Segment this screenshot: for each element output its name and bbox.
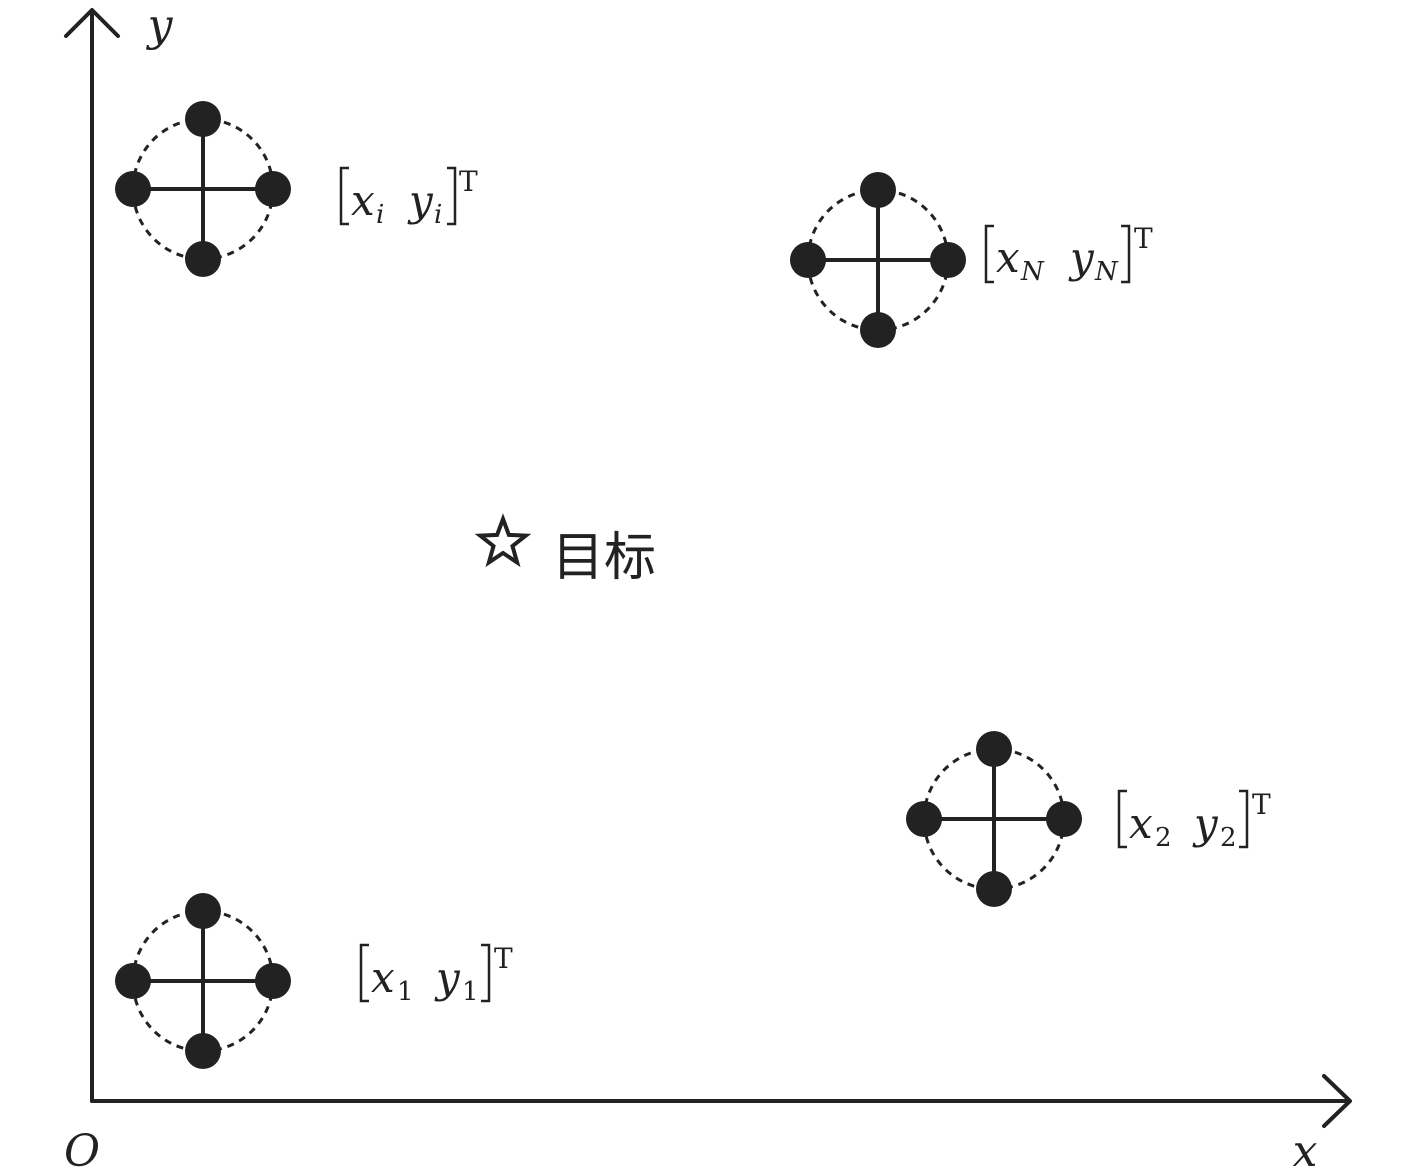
label-transpose: T [459, 165, 478, 198]
y-axis-label: y [146, 0, 174, 51]
left-bracket [339, 166, 349, 226]
target-label: 目标 [552, 528, 656, 588]
left-bracket [984, 224, 994, 284]
target-marker: 目标 [474, 513, 656, 588]
label-y-sub: N [1094, 257, 1119, 287]
node-label-N: x N y N T [984, 222, 1153, 287]
element-dot-right [1046, 801, 1082, 837]
y-axis-arrowhead [64, 8, 120, 38]
label-x-sub: 2 [1155, 823, 1172, 853]
label-y-sub: i [434, 200, 442, 230]
label-x-var: x [371, 953, 395, 1002]
label-transpose: T [1134, 222, 1153, 255]
axes [64, 8, 1352, 1128]
node-label-i: x i y i T [339, 165, 478, 230]
label-transpose: T [494, 942, 513, 975]
label-x-var: x [351, 176, 375, 225]
node-1-array [115, 893, 291, 1069]
label-x-sub: N [1020, 257, 1045, 287]
label-y-var: y [1192, 799, 1219, 848]
element-dot-top [976, 731, 1012, 767]
label-x-var: x [1129, 799, 1153, 848]
element-dot-top [185, 101, 221, 137]
element-dot-left [115, 171, 151, 207]
right-bracket [1121, 224, 1131, 284]
element-dot-bottom [860, 312, 896, 348]
label-x-sub: 1 [397, 977, 414, 1007]
label-x-sub: i [376, 200, 384, 230]
label-y-var: y [1068, 233, 1095, 282]
star-icon [474, 513, 532, 568]
label-y-var: y [434, 953, 461, 1002]
element-dot-bottom [185, 1033, 221, 1069]
sensor-nodes [115, 101, 1082, 1069]
label-y-sub: 1 [462, 977, 479, 1007]
label-transpose: T [1252, 788, 1271, 821]
right-bracket [1239, 789, 1249, 849]
x-axis-arrowhead [1322, 1074, 1352, 1128]
element-dot-right [255, 171, 291, 207]
origin-label: O [64, 1126, 100, 1175]
element-dot-right [255, 963, 291, 999]
left-bracket [359, 943, 369, 1003]
node-2-array [906, 731, 1082, 907]
node-labels: x i y i T x N y N T x 2 y 2 T [339, 165, 1271, 1007]
element-dot-top [860, 172, 896, 208]
label-y-var: y [407, 176, 434, 225]
right-bracket [447, 166, 457, 226]
element-dot-left [906, 801, 942, 837]
node-N-array [790, 172, 966, 348]
element-dot-bottom [976, 871, 1012, 907]
element-dot-top [185, 893, 221, 929]
left-bracket [1117, 789, 1127, 849]
element-dot-right [930, 242, 966, 278]
label-x-var: x [996, 233, 1020, 282]
element-dot-left [115, 963, 151, 999]
node-i-array [115, 101, 291, 277]
element-dot-bottom [185, 241, 221, 277]
label-y-sub: 2 [1220, 823, 1237, 853]
element-dot-left [790, 242, 826, 278]
node-label-1: x 1 y 1 T [359, 942, 513, 1007]
right-bracket [481, 943, 491, 1003]
x-axis-label: x [1293, 1126, 1318, 1175]
node-label-2: x 2 y 2 T [1117, 788, 1271, 853]
